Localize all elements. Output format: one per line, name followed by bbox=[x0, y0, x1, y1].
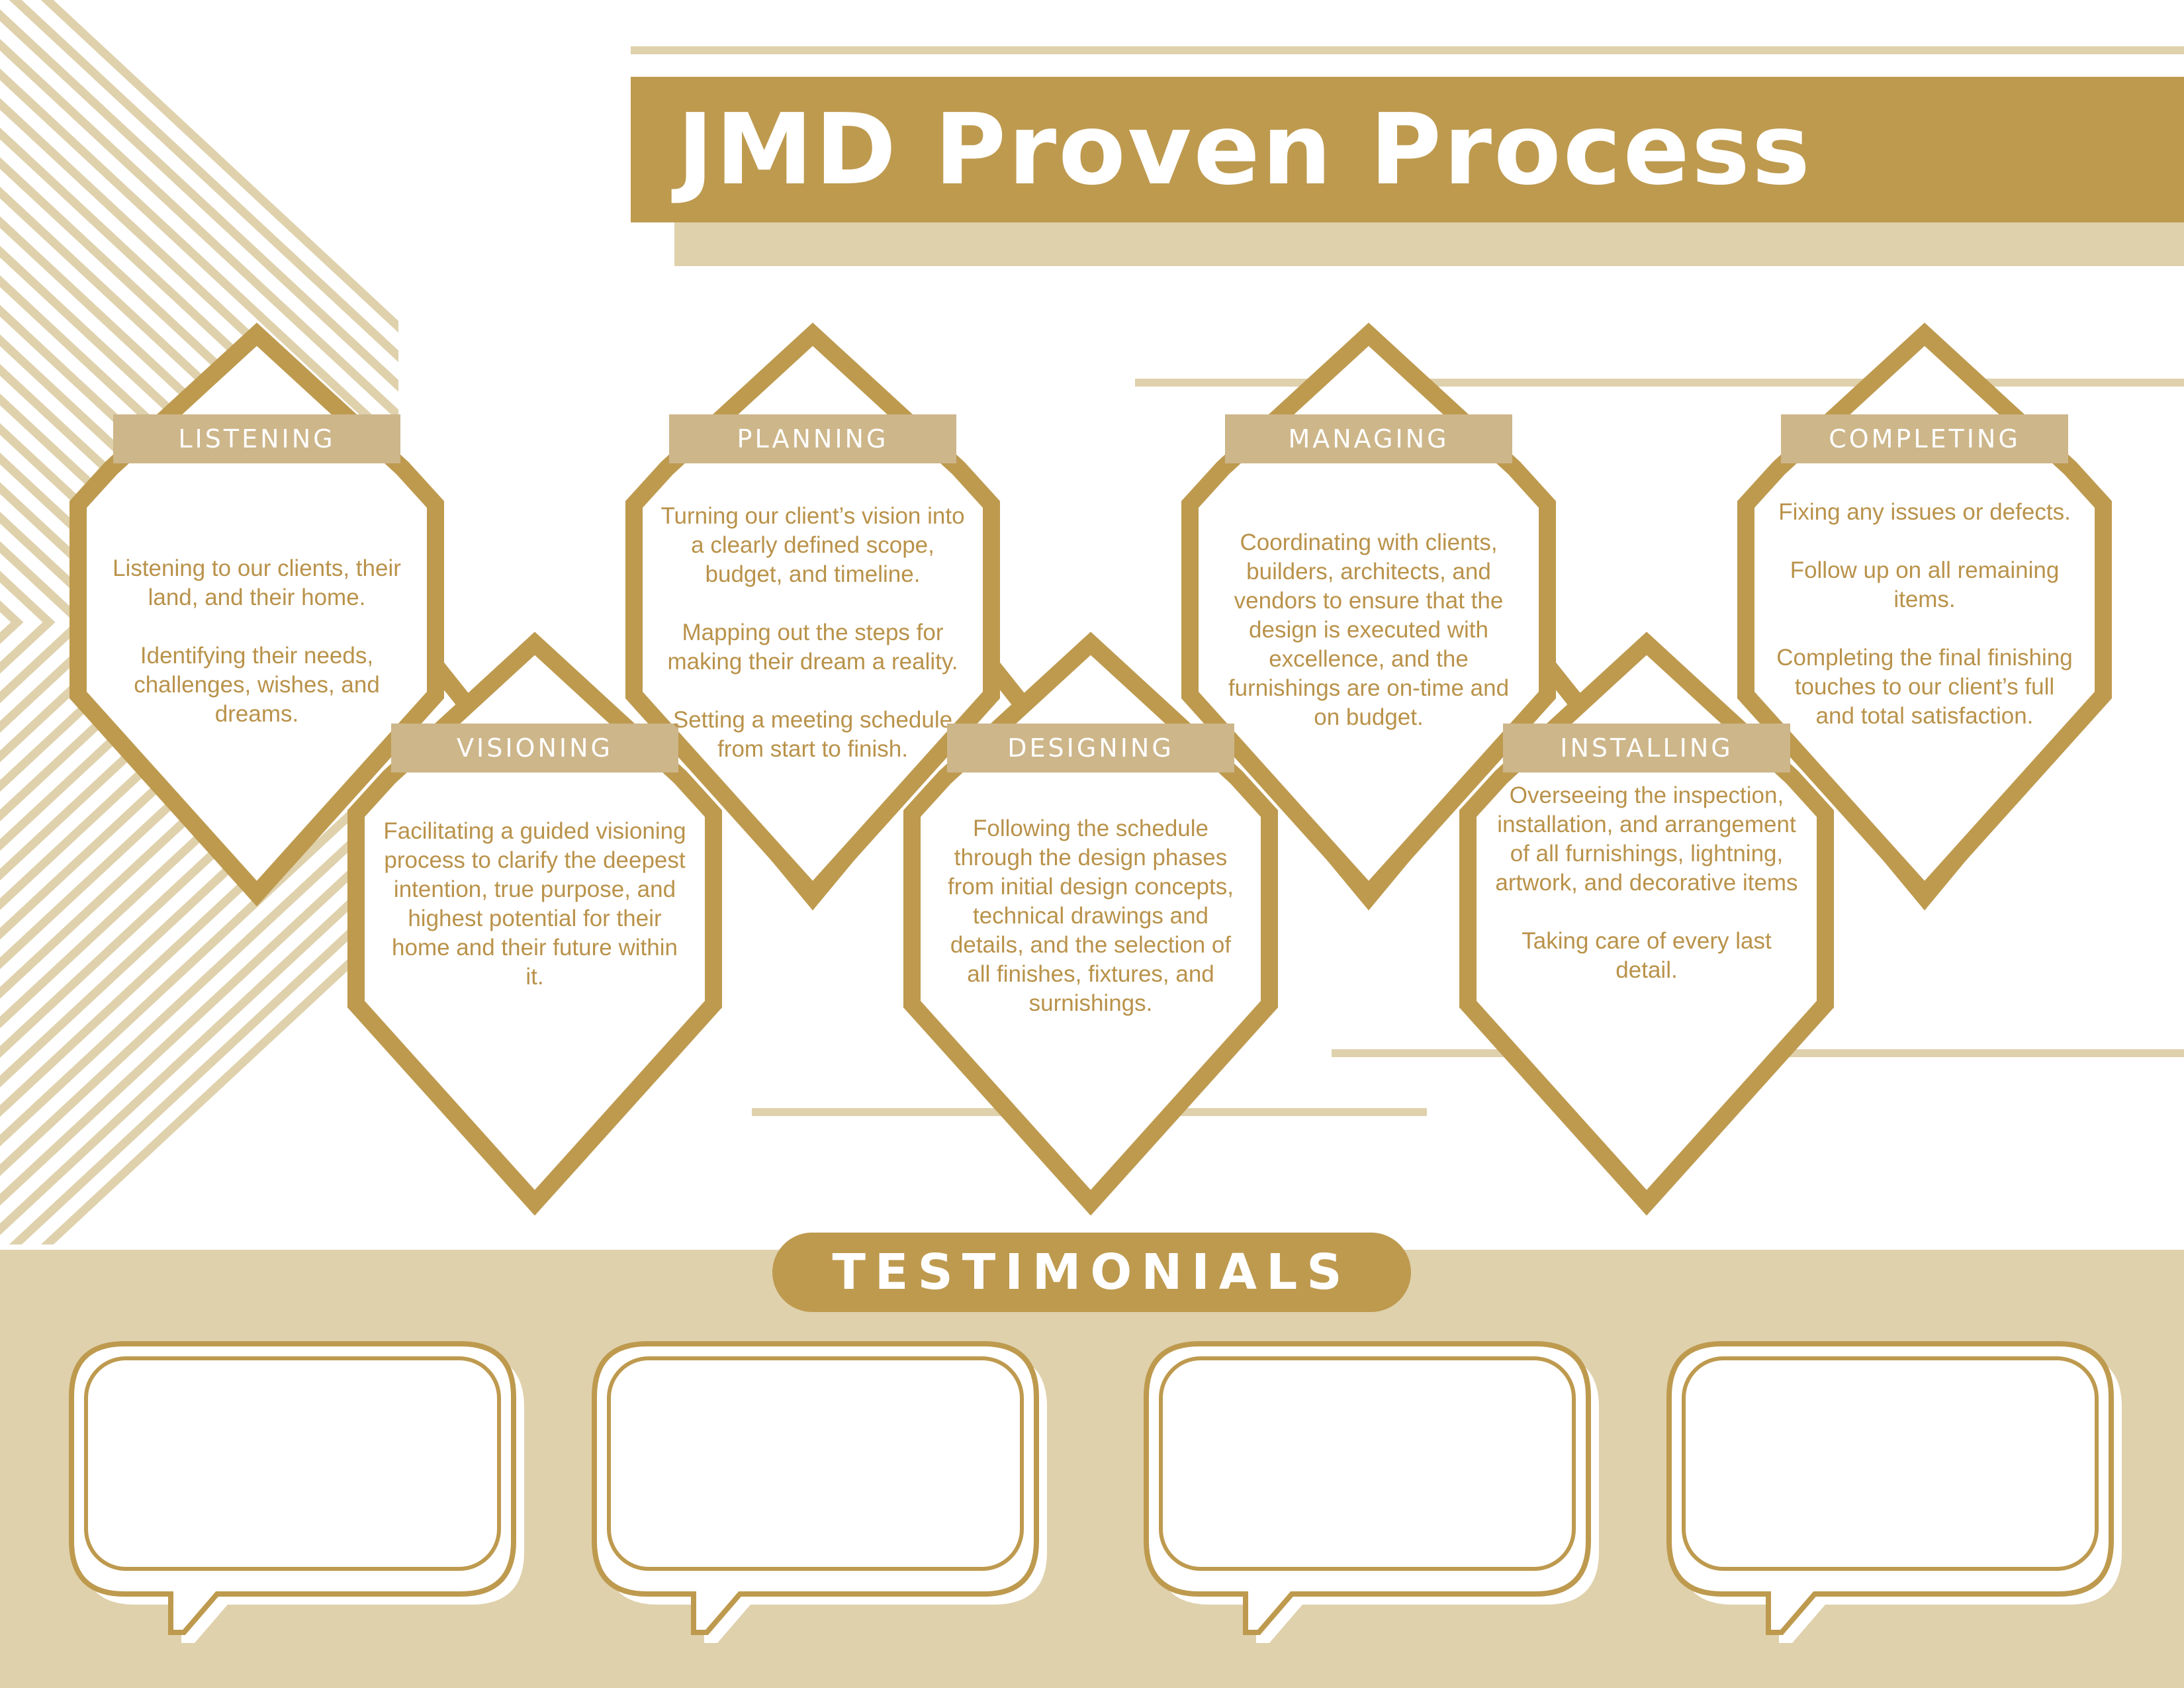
bubble-inner bbox=[607, 1356, 1024, 1571]
step-paragraph: Setting a meeting schedule from start to… bbox=[672, 707, 953, 762]
step-label-managing: MANAGING bbox=[1225, 414, 1512, 463]
title-shadow-band bbox=[674, 222, 2184, 266]
step-paragraph: Overseeing the inspection, installation,… bbox=[1495, 782, 1798, 896]
chevron-stripe bbox=[40, 0, 398, 1244]
step-paragraph: Completing the final finishing touches t… bbox=[1776, 645, 2073, 729]
chevron-stripe bbox=[0, 571, 56, 674]
chevron-stripe bbox=[0, 9, 398, 1235]
step-paragraph: Taking care of every last detail. bbox=[1522, 928, 1772, 983]
step-description: Turning our client’s vision into a clear… bbox=[660, 502, 965, 764]
top-rule bbox=[631, 46, 2184, 54]
step-paragraph: Facilitating a guided visioning process … bbox=[383, 818, 686, 990]
step-description: Coordinating with clients, builders, arc… bbox=[1216, 528, 1521, 732]
step-paragraph: Following the schedule through the desig… bbox=[948, 816, 1234, 1016]
step-paragraph: Follow up on all remaining items. bbox=[1790, 557, 2060, 612]
step-shape-visioning bbox=[347, 632, 722, 1216]
testimonial-bubble bbox=[1666, 1341, 2122, 1643]
step-description: Listening to our clients, their land, an… bbox=[105, 554, 409, 729]
step-shape-managing bbox=[1181, 322, 1556, 907]
step-label-listening: LISTENING bbox=[113, 414, 400, 463]
testimonial-bubble bbox=[1144, 1341, 1599, 1643]
step-paragraph: Identifying their needs, challenges, wis… bbox=[134, 643, 380, 727]
step-description: Fixing any issues or defects. Follow up o… bbox=[1772, 498, 2077, 731]
step-shape-planning bbox=[625, 322, 1000, 907]
bubble-inner bbox=[1682, 1356, 2099, 1571]
step-description: Facilitating a guided visioning process … bbox=[383, 817, 687, 992]
step-paragraph: Turning our client’s vision into a clear… bbox=[660, 503, 965, 587]
step-description: Following the schedule through the desig… bbox=[938, 814, 1243, 1018]
step-label-planning: PLANNING bbox=[669, 414, 956, 463]
step-shape-designing bbox=[903, 632, 1278, 1216]
chevron-stripe bbox=[9, 0, 398, 1244]
step-paragraph: Listening to our clients, their land, an… bbox=[113, 555, 401, 610]
testimonial-bubble bbox=[592, 1341, 1047, 1643]
step-paragraph: Fixing any issues or defects. bbox=[1778, 499, 2071, 525]
step-shape-installing bbox=[1459, 632, 1834, 1216]
bubble-inner bbox=[84, 1356, 501, 1571]
step-shape-listening bbox=[69, 322, 444, 907]
step-shape-completing bbox=[1737, 322, 2112, 907]
step-description: Overseeing the inspection, installation,… bbox=[1494, 781, 1799, 985]
step-paragraph: Coordinating with clients, builders, arc… bbox=[1228, 530, 1510, 730]
step-paragraph: Mapping out the steps for making their d… bbox=[667, 620, 958, 675]
chevron-stripe bbox=[0, 600, 24, 645]
step-label-designing: DESIGNING bbox=[947, 724, 1234, 773]
testimonial-bubble bbox=[69, 1341, 524, 1643]
page-title: JMD Proven Process bbox=[631, 77, 2184, 222]
testimonials-heading: TESTIMONIALS bbox=[772, 1233, 1411, 1312]
step-label-installing: INSTALLING bbox=[1503, 724, 1790, 773]
step-label-visioning: VISIONING bbox=[391, 724, 678, 773]
bubble-inner bbox=[1159, 1356, 1576, 1571]
chevron-stripe bbox=[0, 38, 398, 1206]
step-label-completing: COMPLETING bbox=[1781, 414, 2068, 463]
